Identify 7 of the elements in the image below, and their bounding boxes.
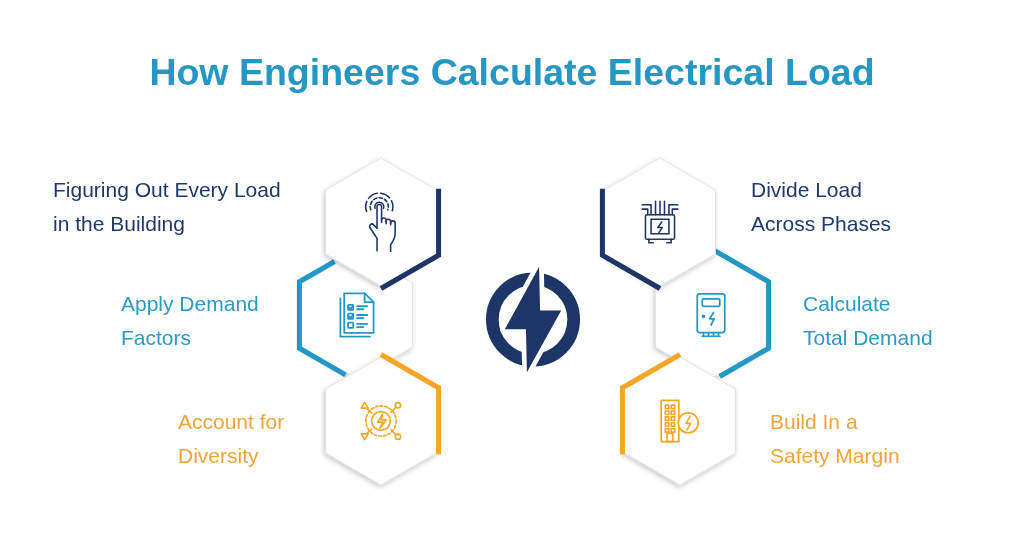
- step-heading: Build In a Safety Margin: [770, 409, 901, 469]
- diagram-title: How Engineers Calculate Electrical Load: [149, 50, 875, 95]
- step-heading: Divide Load Across Phases: [751, 177, 893, 237]
- step-heading: Apply Demand Factors: [121, 291, 260, 351]
- step-heading: Account for Diversity: [178, 409, 286, 469]
- step-heading: Calculate Total Demand: [803, 291, 934, 351]
- step-heading: Figuring Out Every Load in the Building: [53, 177, 282, 237]
